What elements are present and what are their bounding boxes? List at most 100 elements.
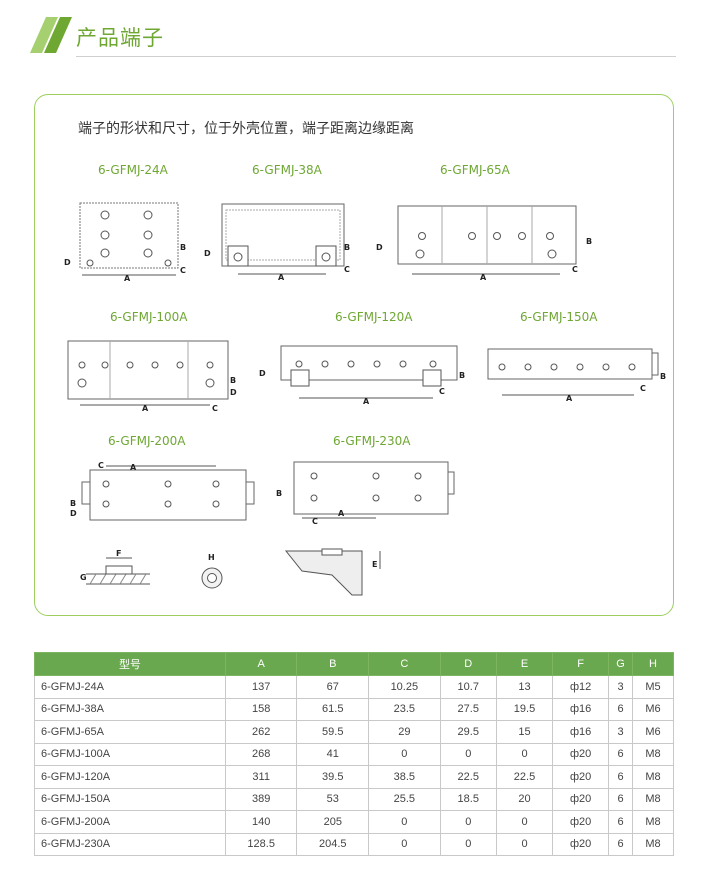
value-cell: 39.5: [296, 765, 370, 789]
value-cell: 6: [608, 697, 634, 721]
model-label-65a: 6-GFMJ-65A: [440, 163, 510, 177]
value-cell: ф20: [552, 765, 610, 789]
svg-text:D: D: [204, 249, 211, 258]
svg-text:A: A: [130, 463, 137, 472]
svg-text:B: B: [660, 372, 666, 381]
value-cell: 204.5: [296, 832, 370, 856]
svg-text:D: D: [376, 243, 383, 252]
value-cell: 140: [224, 810, 298, 834]
model-label-24a: 6-GFMJ-24A: [98, 163, 168, 177]
value-cell: 0: [495, 810, 554, 834]
svg-text:F: F: [116, 549, 121, 558]
value-cell: 15: [495, 720, 554, 744]
model-label-150a: 6-GFMJ-150A: [520, 310, 598, 324]
dim-b-label: B: [180, 243, 186, 252]
svg-text:B: B: [70, 499, 76, 508]
value-cell: M8: [632, 742, 674, 766]
svg-text:C: C: [344, 265, 350, 274]
svg-text:A: A: [142, 404, 149, 413]
page-header: 产品端子: [0, 0, 715, 70]
value-cell: 3: [608, 720, 634, 744]
value-cell: 27.5: [439, 697, 497, 721]
value-cell: 0: [439, 810, 497, 834]
svg-text:B: B: [276, 489, 282, 498]
model-cell: 6-GFMJ-100A: [34, 742, 226, 766]
value-cell: ф20: [552, 787, 610, 811]
svg-text:C: C: [98, 461, 104, 470]
terminal-detail-e: E: [284, 548, 381, 596]
value-cell: 23.5: [368, 697, 441, 721]
col-header: 型号: [34, 652, 226, 676]
value-cell: 53: [296, 787, 370, 811]
svg-text:C: C: [212, 404, 218, 413]
value-cell: 20: [495, 787, 554, 811]
dim-c-label: C: [180, 266, 186, 275]
svg-text:A: A: [278, 273, 285, 282]
value-cell: ф20: [552, 742, 610, 766]
col-header: G: [608, 652, 634, 676]
value-cell: 10.25: [368, 675, 441, 699]
brand-slash-icon: [30, 17, 72, 53]
value-cell: 0: [368, 742, 441, 766]
value-cell: 10.7: [439, 675, 497, 699]
col-header: A: [224, 652, 298, 676]
value-cell: 262: [224, 720, 298, 744]
terminal-drawing-230a: A C B: [276, 461, 455, 526]
svg-text:G: G: [80, 573, 87, 582]
value-cell: M8: [632, 787, 674, 811]
dim-d-label: D: [64, 258, 71, 267]
terminal-drawing-65a: A B C D: [376, 205, 592, 282]
svg-text:D: D: [70, 509, 77, 518]
svg-text:B: B: [230, 376, 236, 385]
value-cell: 3: [608, 675, 634, 699]
model-label-38a: 6-GFMJ-38A: [252, 163, 322, 177]
terminal-drawing-38a: A B C D: [204, 203, 350, 282]
value-cell: 6: [608, 810, 634, 834]
value-cell: ф20: [552, 810, 610, 834]
value-cell: 22.5: [439, 765, 497, 789]
value-cell: 205: [296, 810, 370, 834]
drawings-panel: [34, 94, 674, 616]
value-cell: ф12: [552, 675, 610, 699]
svg-text:C: C: [572, 265, 578, 274]
value-cell: 41: [296, 742, 370, 766]
header-divider: [76, 56, 676, 57]
model-cell: 6-GFMJ-150A: [34, 787, 226, 811]
model-cell: 6-GFMJ-38A: [34, 697, 226, 721]
col-header: H: [632, 652, 674, 676]
terminal-drawing-24a: A B C D: [64, 202, 186, 283]
terminal-detail-fg: F G: [80, 549, 150, 585]
model-label-230a: 6-GFMJ-230A: [333, 434, 411, 448]
terminal-detail-h: H: [201, 553, 223, 589]
value-cell: M8: [632, 765, 674, 789]
value-cell: ф16: [552, 697, 610, 721]
terminal-drawing-200a: A C B D: [70, 461, 255, 521]
svg-text:B: B: [586, 237, 592, 246]
value-cell: 6: [608, 742, 634, 766]
svg-text:B: B: [459, 371, 465, 380]
value-cell: 311: [224, 765, 298, 789]
value-cell: 25.5: [368, 787, 441, 811]
svg-text:C: C: [312, 517, 318, 526]
value-cell: 59.5: [296, 720, 370, 744]
model-label-100a: 6-GFMJ-100A: [110, 310, 188, 324]
col-header: C: [368, 652, 441, 676]
value-cell: 6: [608, 832, 634, 856]
value-cell: 29.5: [439, 720, 497, 744]
value-cell: 0: [439, 742, 497, 766]
value-cell: ф16: [552, 720, 610, 744]
model-cell: 6-GFMJ-200A: [34, 810, 226, 834]
model-label-120a: 6-GFMJ-120A: [335, 310, 413, 324]
model-cell: 6-GFMJ-65A: [34, 720, 226, 744]
value-cell: 22.5: [495, 765, 554, 789]
value-cell: M6: [632, 697, 674, 721]
value-cell: 38.5: [368, 765, 441, 789]
svg-text:A: A: [566, 394, 573, 403]
table-header-row: 型号 A B C D E F G H: [34, 652, 674, 676]
